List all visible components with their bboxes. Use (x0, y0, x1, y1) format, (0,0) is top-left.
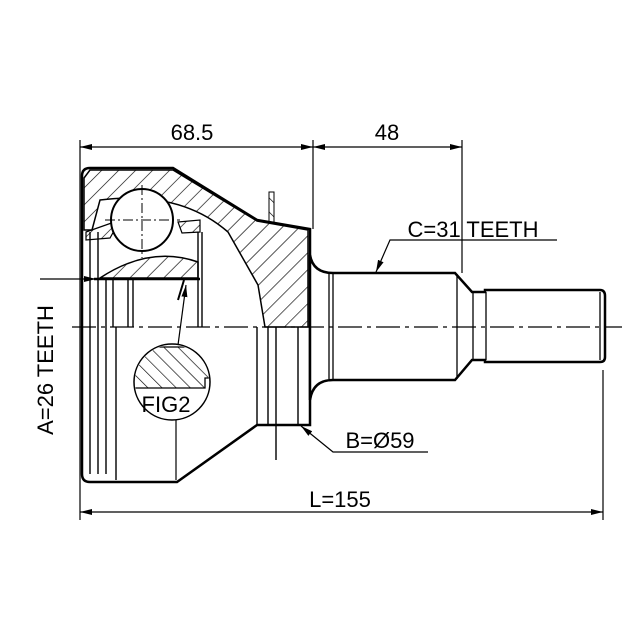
spline-a-label: A=26 TEETH (33, 305, 58, 435)
dim-68-5: 68.5 (171, 120, 214, 145)
diameter-b-label: B=Ø59 (345, 428, 414, 453)
dim-48: 48 (375, 120, 399, 145)
sensor-tab-top (268, 191, 275, 223)
dimension-lines (40, 140, 604, 520)
length-l-label: L=155 (309, 487, 371, 512)
fig2-detail: FIG2 (133, 284, 211, 480)
spline-c-label: C=31 TEETH (407, 217, 538, 242)
fig2-label: FIG2 (142, 392, 191, 417)
ball (105, 185, 180, 258)
housing-internal-lines (89, 232, 299, 480)
